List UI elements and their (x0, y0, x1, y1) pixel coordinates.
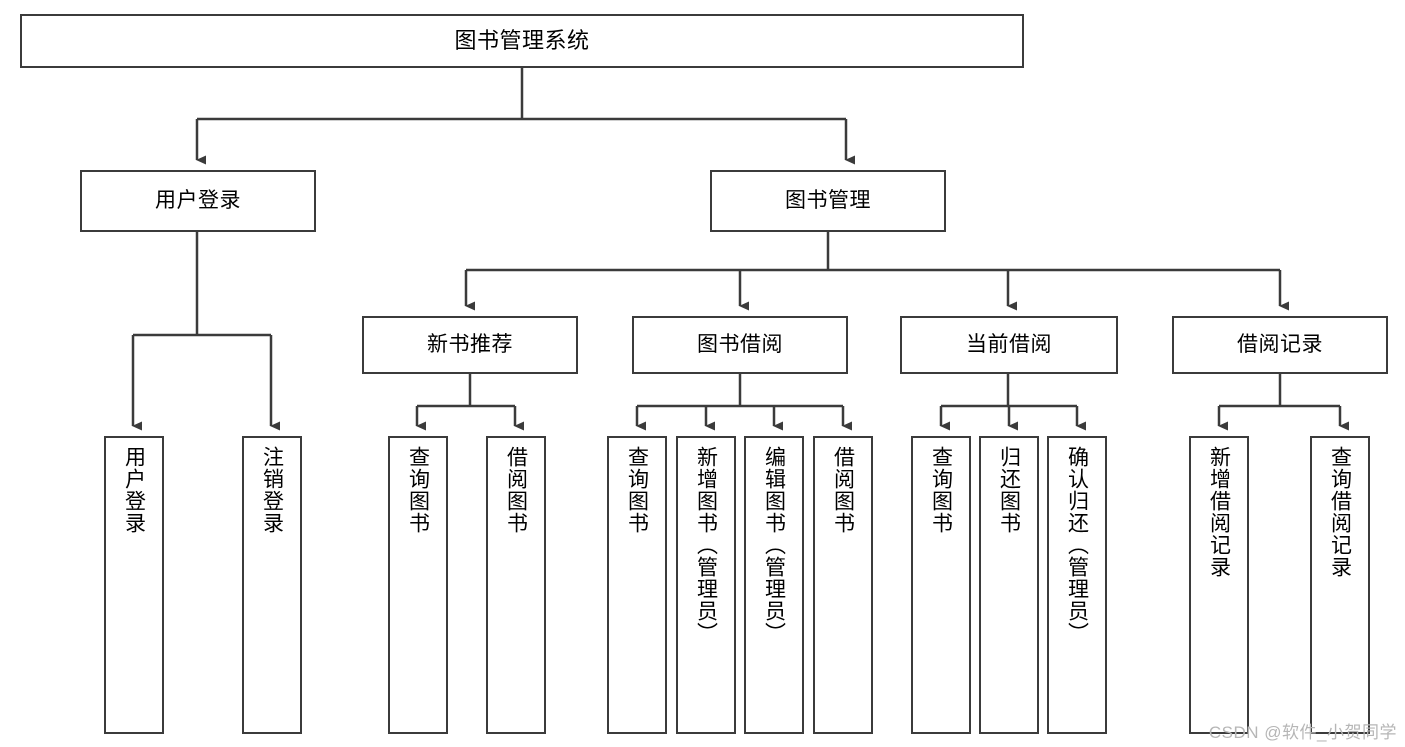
node-book-borrow[interactable]: 图书借阅 (632, 316, 848, 374)
node-current-borrow[interactable]: 当前借阅 (900, 316, 1118, 374)
node-leaf-add-record-label: 新增借阅记录 (1207, 446, 1231, 578)
node-leaf-borrow-book-2-label: 借阅图书 (831, 446, 855, 534)
node-current-borrow-label: 当前借阅 (966, 332, 1052, 356)
node-leaf-add-record[interactable]: 新增借阅记录 (1189, 436, 1249, 734)
node-leaf-query-book-2[interactable]: 查询图书 (607, 436, 667, 734)
node-borrow-record-label: 借阅记录 (1237, 332, 1323, 356)
node-leaf-query-record[interactable]: 查询借阅记录 (1310, 436, 1370, 734)
node-leaf-user-login[interactable]: 用户登录 (104, 436, 164, 734)
node-leaf-query-book-1[interactable]: 查询图书 (388, 436, 448, 734)
node-leaf-query-record-label: 查询借阅记录 (1328, 446, 1352, 578)
node-leaf-return-book-label: 归还图书 (997, 446, 1021, 534)
node-leaf-edit-book-label: 编辑图书（管理员） (762, 446, 786, 644)
node-user-login[interactable]: 用户登录 (80, 170, 316, 232)
node-book-borrow-label: 图书借阅 (697, 332, 783, 356)
node-leaf-edit-book[interactable]: 编辑图书（管理员） (744, 436, 804, 734)
watermark: CSDN @软件_小贺同学 (1208, 723, 1397, 742)
node-leaf-query-book-1-label: 查询图书 (406, 446, 430, 534)
node-book-management-label: 图书管理 (785, 188, 871, 212)
node-leaf-query-book-2-label: 查询图书 (625, 446, 649, 534)
node-leaf-borrow-book-1-label: 借阅图书 (504, 446, 528, 534)
node-borrow-record[interactable]: 借阅记录 (1172, 316, 1388, 374)
node-root[interactable]: 图书管理系统 (20, 14, 1024, 68)
node-leaf-confirm-return[interactable]: 确认归还（管理员） (1047, 436, 1107, 734)
node-leaf-query-book-3-label: 查询图书 (929, 446, 953, 534)
node-user-login-label: 用户登录 (155, 188, 241, 212)
node-leaf-add-book-label: 新增图书（管理员） (694, 446, 718, 644)
node-new-book-recommend[interactable]: 新书推荐 (362, 316, 578, 374)
node-leaf-borrow-book-1[interactable]: 借阅图书 (486, 436, 546, 734)
node-leaf-user-login-label: 用户登录 (122, 446, 146, 534)
node-root-label: 图书管理系统 (454, 28, 590, 54)
node-leaf-add-book[interactable]: 新增图书（管理员） (676, 436, 736, 734)
node-leaf-query-book-3[interactable]: 查询图书 (911, 436, 971, 734)
node-leaf-confirm-return-label: 确认归还（管理员） (1065, 446, 1089, 644)
node-leaf-logout-login[interactable]: 注销登录 (242, 436, 302, 734)
node-leaf-borrow-book-2[interactable]: 借阅图书 (813, 436, 873, 734)
node-book-management[interactable]: 图书管理 (710, 170, 946, 232)
node-leaf-logout-login-label: 注销登录 (260, 446, 284, 534)
node-new-book-recommend-label: 新书推荐 (427, 332, 513, 356)
node-leaf-return-book[interactable]: 归还图书 (979, 436, 1039, 734)
